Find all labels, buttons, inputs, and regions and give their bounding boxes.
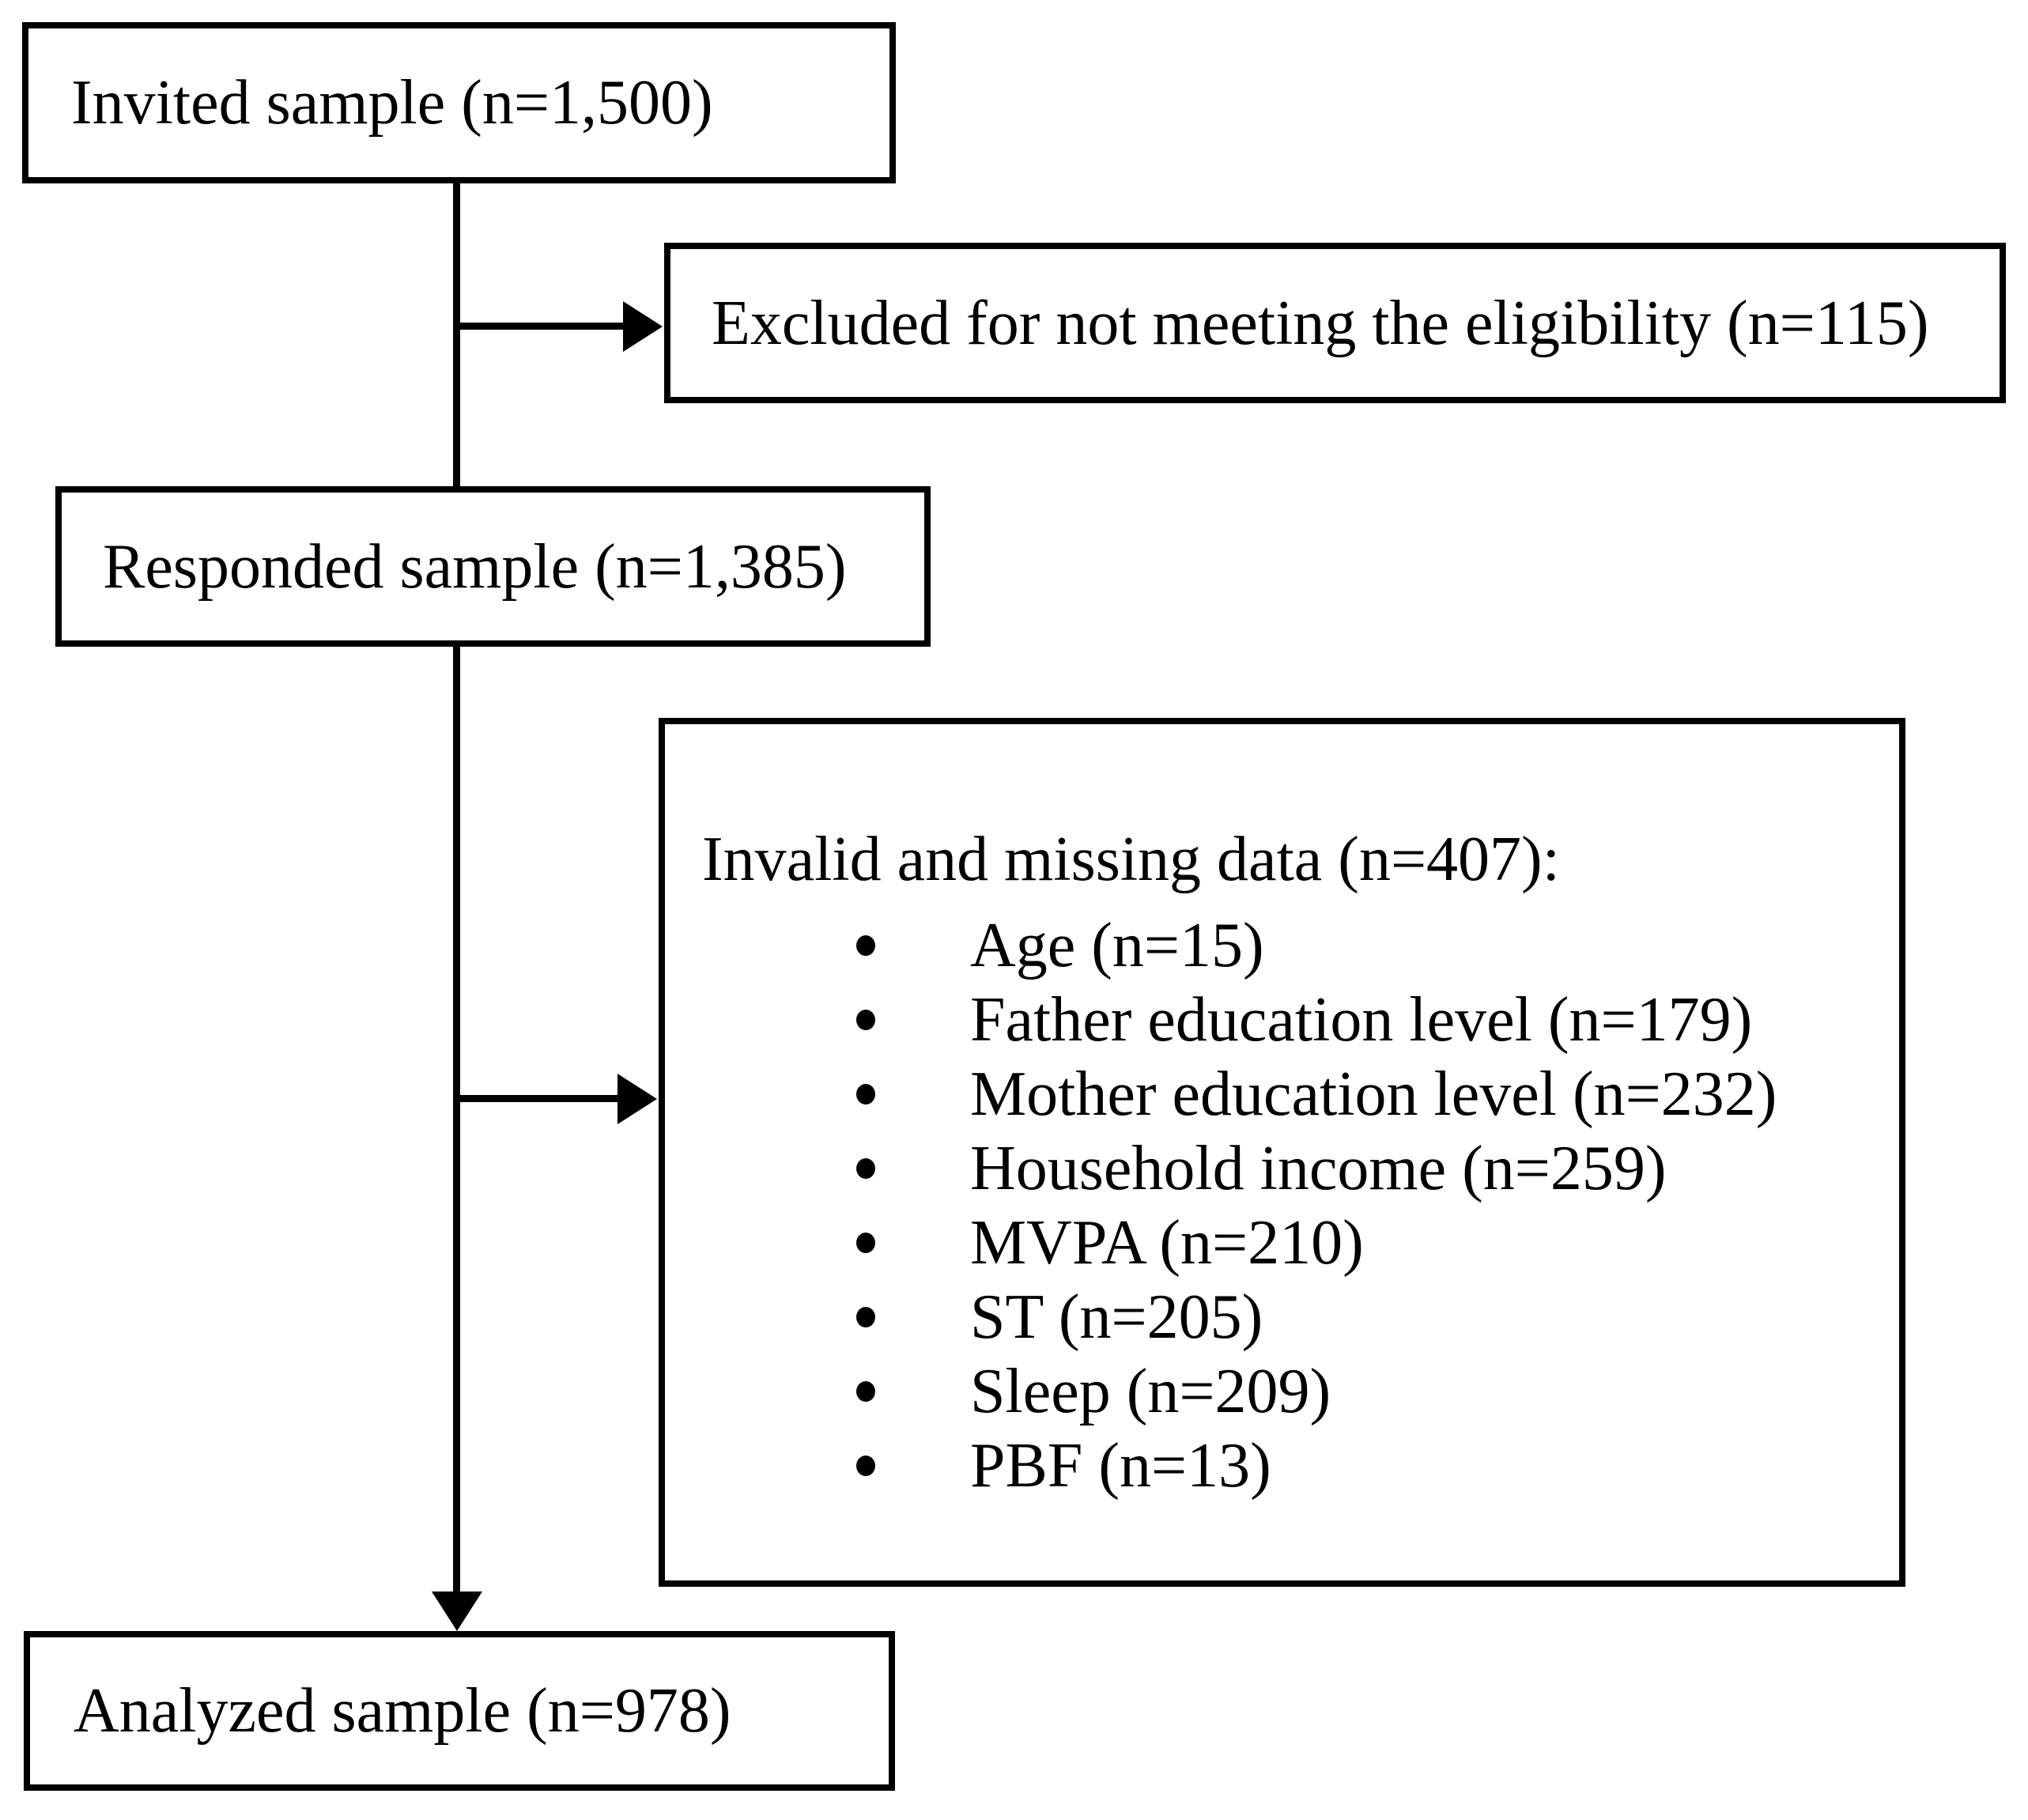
main-vertical-flow-line — [453, 183, 460, 1599]
excluded-label: Excluded for not meeting the eligibility… — [712, 288, 1929, 358]
list-item-label: Mother education level (n=232) — [970, 1059, 1777, 1129]
invalid-missing-data-box: Invalid and missing data (n=407): Age (n… — [659, 718, 1905, 1587]
list-item-label: MVPA (n=210) — [970, 1208, 1364, 1278]
invited-sample-label: Invited sample (n=1,500) — [71, 68, 713, 138]
arrowhead-down-icon — [432, 1592, 482, 1631]
arrowhead-right-icon — [617, 1074, 657, 1124]
bullet-icon — [856, 1307, 875, 1327]
list-item-label: PBF (n=13) — [970, 1431, 1271, 1501]
bullet-icon — [856, 1158, 875, 1179]
bullet-icon — [856, 1233, 875, 1253]
list-item-label: ST (n=205) — [970, 1282, 1263, 1352]
responded-sample-label: Responded sample (n=1,385) — [103, 531, 847, 602]
list-item: Household income (n=259) — [702, 1131, 1883, 1206]
list-item: MVPA (n=210) — [702, 1206, 1883, 1280]
bullet-icon — [856, 1456, 875, 1476]
invited-sample-box: Invited sample (n=1,500) — [22, 22, 896, 183]
arrowhead-right-icon — [623, 301, 663, 352]
list-item: PBF (n=13) — [702, 1429, 1883, 1503]
list-item-label: Age (n=15) — [970, 911, 1264, 980]
bullet-icon — [856, 1010, 875, 1030]
invalid-missing-data-list: Age (n=15) Father education level (n=179… — [702, 908, 1883, 1503]
branch-line-to-invalid — [456, 1095, 617, 1102]
list-item: Father education level (n=179) — [702, 983, 1883, 1057]
list-item-label: Household income (n=259) — [970, 1134, 1667, 1203]
list-item: Sleep (n=209) — [702, 1354, 1883, 1429]
excluded-box: Excluded for not meeting the eligibility… — [664, 243, 2006, 403]
list-item: Mother education level (n=232) — [702, 1057, 1883, 1131]
bullet-icon — [856, 935, 875, 956]
responded-sample-box: Responded sample (n=1,385) — [55, 486, 931, 647]
invalid-missing-data-heading: Invalid and missing data (n=407): — [702, 825, 1560, 894]
list-item-label: Sleep (n=209) — [970, 1357, 1331, 1426]
list-item: Age (n=15) — [702, 908, 1883, 983]
bullet-icon — [856, 1381, 875, 1402]
bullet-icon — [856, 1084, 875, 1104]
list-item-label: Father education level (n=179) — [970, 985, 1753, 1055]
list-item: ST (n=205) — [702, 1280, 1883, 1354]
branch-line-to-excluded — [456, 323, 623, 330]
analyzed-sample-label: Analyzed sample (n=978) — [74, 1676, 731, 1746]
analyzed-sample-box: Analyzed sample (n=978) — [24, 1631, 895, 1791]
